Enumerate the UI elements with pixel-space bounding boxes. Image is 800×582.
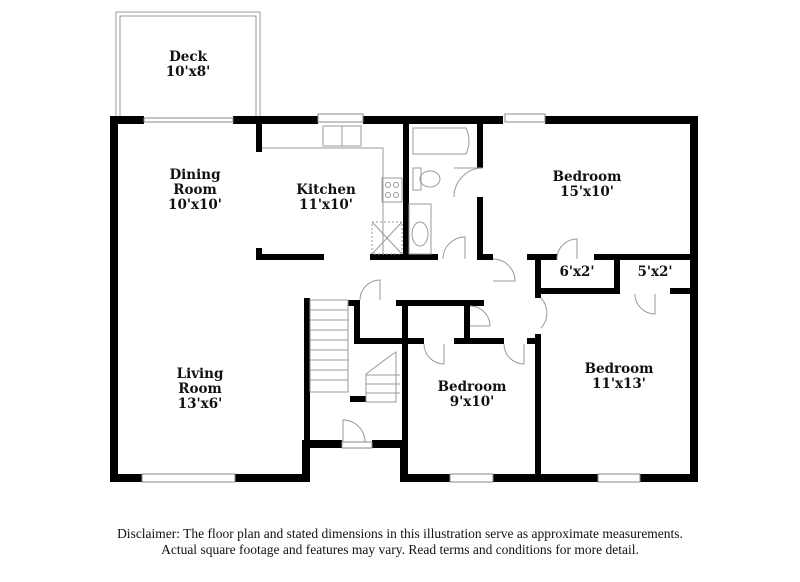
- doors: [341, 167, 656, 449]
- room-dims: 10'x10': [168, 197, 222, 213]
- interior-walls: [256, 116, 698, 482]
- disclaimer-line-1: Disclaimer: The floor plan and stated di…: [117, 526, 683, 541]
- room-name: Bedroom: [552, 169, 622, 185]
- room-label-bedroom-3: Bedroom 11'x13': [585, 362, 654, 392]
- room-dims: 5'x2': [637, 264, 673, 280]
- stairs: [309, 299, 400, 403]
- room-dims: 9'x10': [449, 394, 495, 410]
- room-label-closet-1: 6'x2': [559, 265, 594, 280]
- room-label-living: Living Room 13'x6': [177, 367, 224, 412]
- room-name: Dining: [169, 167, 221, 183]
- room-label-closet-2: 5'x2': [637, 265, 672, 280]
- windows: [141, 113, 641, 483]
- room-label-bedroom-2: Bedroom 9'x10': [438, 380, 507, 410]
- room-label-dining: Dining Room 10'x10': [168, 168, 222, 213]
- disclaimer-line-2: Actual square footage and features may v…: [161, 542, 639, 557]
- room-name: Room: [173, 182, 217, 198]
- room-name: Kitchen: [296, 182, 356, 198]
- room-name: Bedroom: [584, 361, 654, 377]
- room-label-kitchen: Kitchen 11'x10': [296, 183, 356, 213]
- room-name: Living: [176, 366, 224, 382]
- room-dims: 15'x10': [560, 184, 614, 200]
- room-dims: 11'x13': [592, 376, 646, 392]
- room-name: Room: [178, 381, 222, 397]
- room-name: Bedroom: [437, 379, 507, 395]
- bathroom-fixtures: [408, 127, 470, 255]
- room-dims: 10'x8': [165, 64, 211, 80]
- room-dims: 11'x10': [299, 197, 353, 213]
- room-dims: 13'x6': [177, 396, 223, 412]
- room-label-bedroom-1: Bedroom 15'x10': [553, 170, 622, 200]
- room-dims: 6'x2': [559, 264, 595, 280]
- room-label-deck: Deck 10'x8': [166, 50, 211, 80]
- kitchen-fixtures: [262, 125, 403, 255]
- room-name: Deck: [169, 49, 207, 65]
